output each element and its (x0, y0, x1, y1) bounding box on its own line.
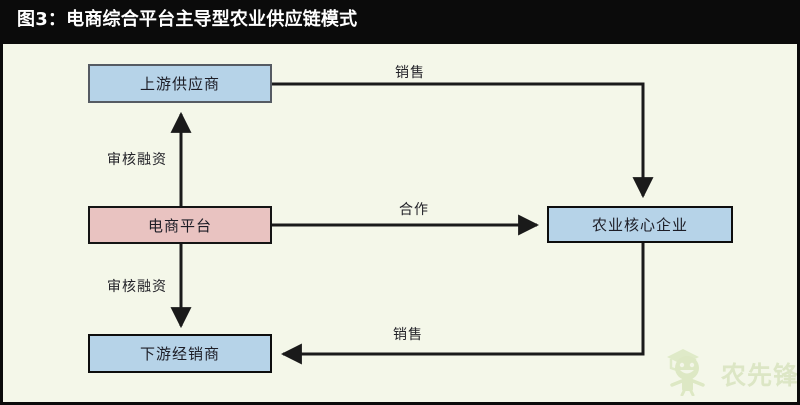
edge-label-sales-top: 销售 (395, 65, 425, 81)
edge-label-review-financing-up: 审核融资 (107, 152, 167, 168)
figure-title-bar: 图3：电商综合平台主导型农业供应链模式 (0, 0, 800, 41)
edge-label-review-financing-down: 审核融资 (107, 279, 167, 295)
edge-label-cooperation: 合作 (399, 202, 429, 218)
connector-layer (170, 82, 654, 365)
edge-core-to-downstream (280, 243, 645, 365)
node-downstream-distributor-label: 下游经销商 (139, 345, 220, 363)
page-title: 图3：电商综合平台主导型农业供应链模式 (17, 9, 358, 30)
node-downstream-distributor[interactable]: 下游经销商 (88, 334, 272, 373)
edge-label-sales-bottom: 销售 (393, 327, 423, 343)
node-ecommerce-platform-label: 电商平台 (147, 216, 212, 235)
node-agricultural-core-enterprise-label: 农业核心企业 (591, 216, 688, 234)
node-ecommerce-platform[interactable]: 电商平台 (88, 206, 272, 244)
node-upstream-supplier-label: 上游供应商 (139, 75, 220, 93)
node-agricultural-core-enterprise[interactable]: 农业核心企业 (547, 206, 733, 243)
diagram-canvas: 上游供应商 电商平台 下游经销商 农业核心企业 销售 合作 销售 审核融资 审核… (3, 44, 797, 402)
node-upstream-supplier[interactable]: 上游供应商 (88, 64, 272, 103)
edge-upstream-to-core (272, 82, 654, 199)
